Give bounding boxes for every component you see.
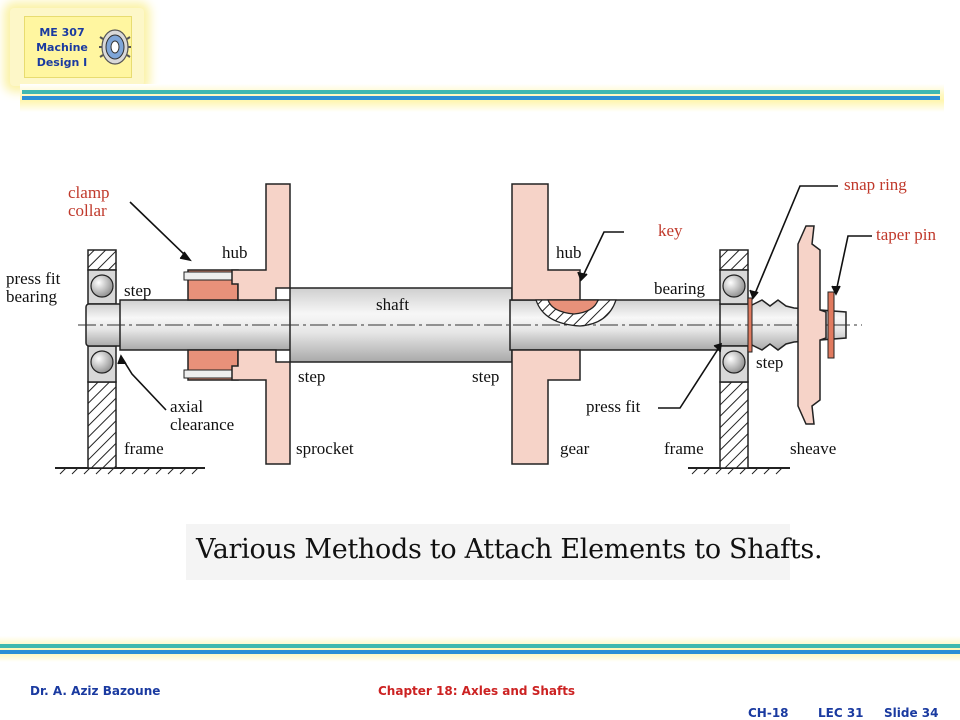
gear — [511, 183, 581, 465]
footer-band — [0, 636, 960, 662]
course-badge: ME 307 Machine Design I — [10, 8, 144, 86]
label-frame-right: frame — [664, 439, 704, 458]
label-gear: gear — [560, 439, 590, 458]
frame-left-upper — [87, 249, 117, 271]
badge-text: ME 307 Machine Design I — [31, 25, 93, 70]
footer-stripe-teal — [0, 644, 960, 648]
label-axial: axial — [170, 397, 203, 416]
label-snap-ring: snap ring — [844, 175, 907, 194]
leader-arrows — [117, 185, 872, 411]
label-taper-pin: taper pin — [876, 225, 936, 244]
badge-panel: ME 307 Machine Design I — [24, 16, 132, 78]
sprocket — [231, 183, 291, 465]
label-press-fit-bearing-2: bearing — [6, 287, 57, 306]
badge-line1: ME 307 — [39, 26, 85, 39]
label-step-bottom-1: step — [298, 367, 325, 386]
label-step-bottom-2: step — [472, 367, 499, 386]
sheave — [797, 225, 827, 425]
gear-logo-icon — [99, 29, 131, 65]
label-shaft: shaft — [376, 295, 409, 314]
label-press-fit: press fit — [586, 397, 641, 416]
shaft-diagram: clamp collar hub press fit bearing step … — [6, 175, 936, 475]
frame-right-upper — [719, 249, 749, 271]
label-clamp: clamp — [68, 183, 110, 202]
label-sheave: sheave — [790, 439, 836, 458]
label-frame-left: frame — [124, 439, 164, 458]
footer-slide: Slide 34 — [884, 706, 939, 720]
ground-left — [55, 467, 205, 475]
footer-ch: CH-18 — [748, 706, 789, 720]
header-stripe-teal — [22, 90, 940, 94]
footer-chapter: Chapter 18: Axles and Shafts — [378, 684, 576, 698]
badge-line3: Design I — [36, 56, 88, 69]
diagram-caption: Various Methods to Attach Elements to Sh… — [186, 524, 823, 580]
header-stripe-blue — [22, 96, 940, 100]
footer-author: Dr. A. Aziz Bazoune — [30, 684, 161, 698]
label-press-fit-bearing-1: press fit — [6, 269, 61, 288]
label-hub-right: hub — [556, 243, 582, 262]
label-collar: collar — [68, 201, 107, 220]
label-step-right: step — [756, 353, 783, 372]
badge-line2: Machine — [36, 41, 88, 54]
frame-right-lower — [719, 381, 749, 469]
frame-left-lower — [87, 381, 117, 469]
taper-pin-part — [827, 291, 835, 359]
caption-text: Various Methods to Attach Elements to Sh… — [196, 534, 823, 565]
footer-lec: LEC 31 — [818, 706, 864, 720]
footer-stripe-blue — [0, 650, 960, 654]
label-bearing-right: bearing — [654, 279, 705, 298]
label-step-left: step — [124, 281, 151, 300]
key-part — [547, 299, 599, 315]
label-key: key — [658, 221, 683, 240]
snap-ring-part — [747, 297, 753, 353]
label-clearance: clearance — [170, 415, 234, 434]
label-sprocket: sprocket — [296, 439, 354, 458]
ground-right — [688, 467, 790, 475]
label-hub-left: hub — [222, 243, 248, 262]
